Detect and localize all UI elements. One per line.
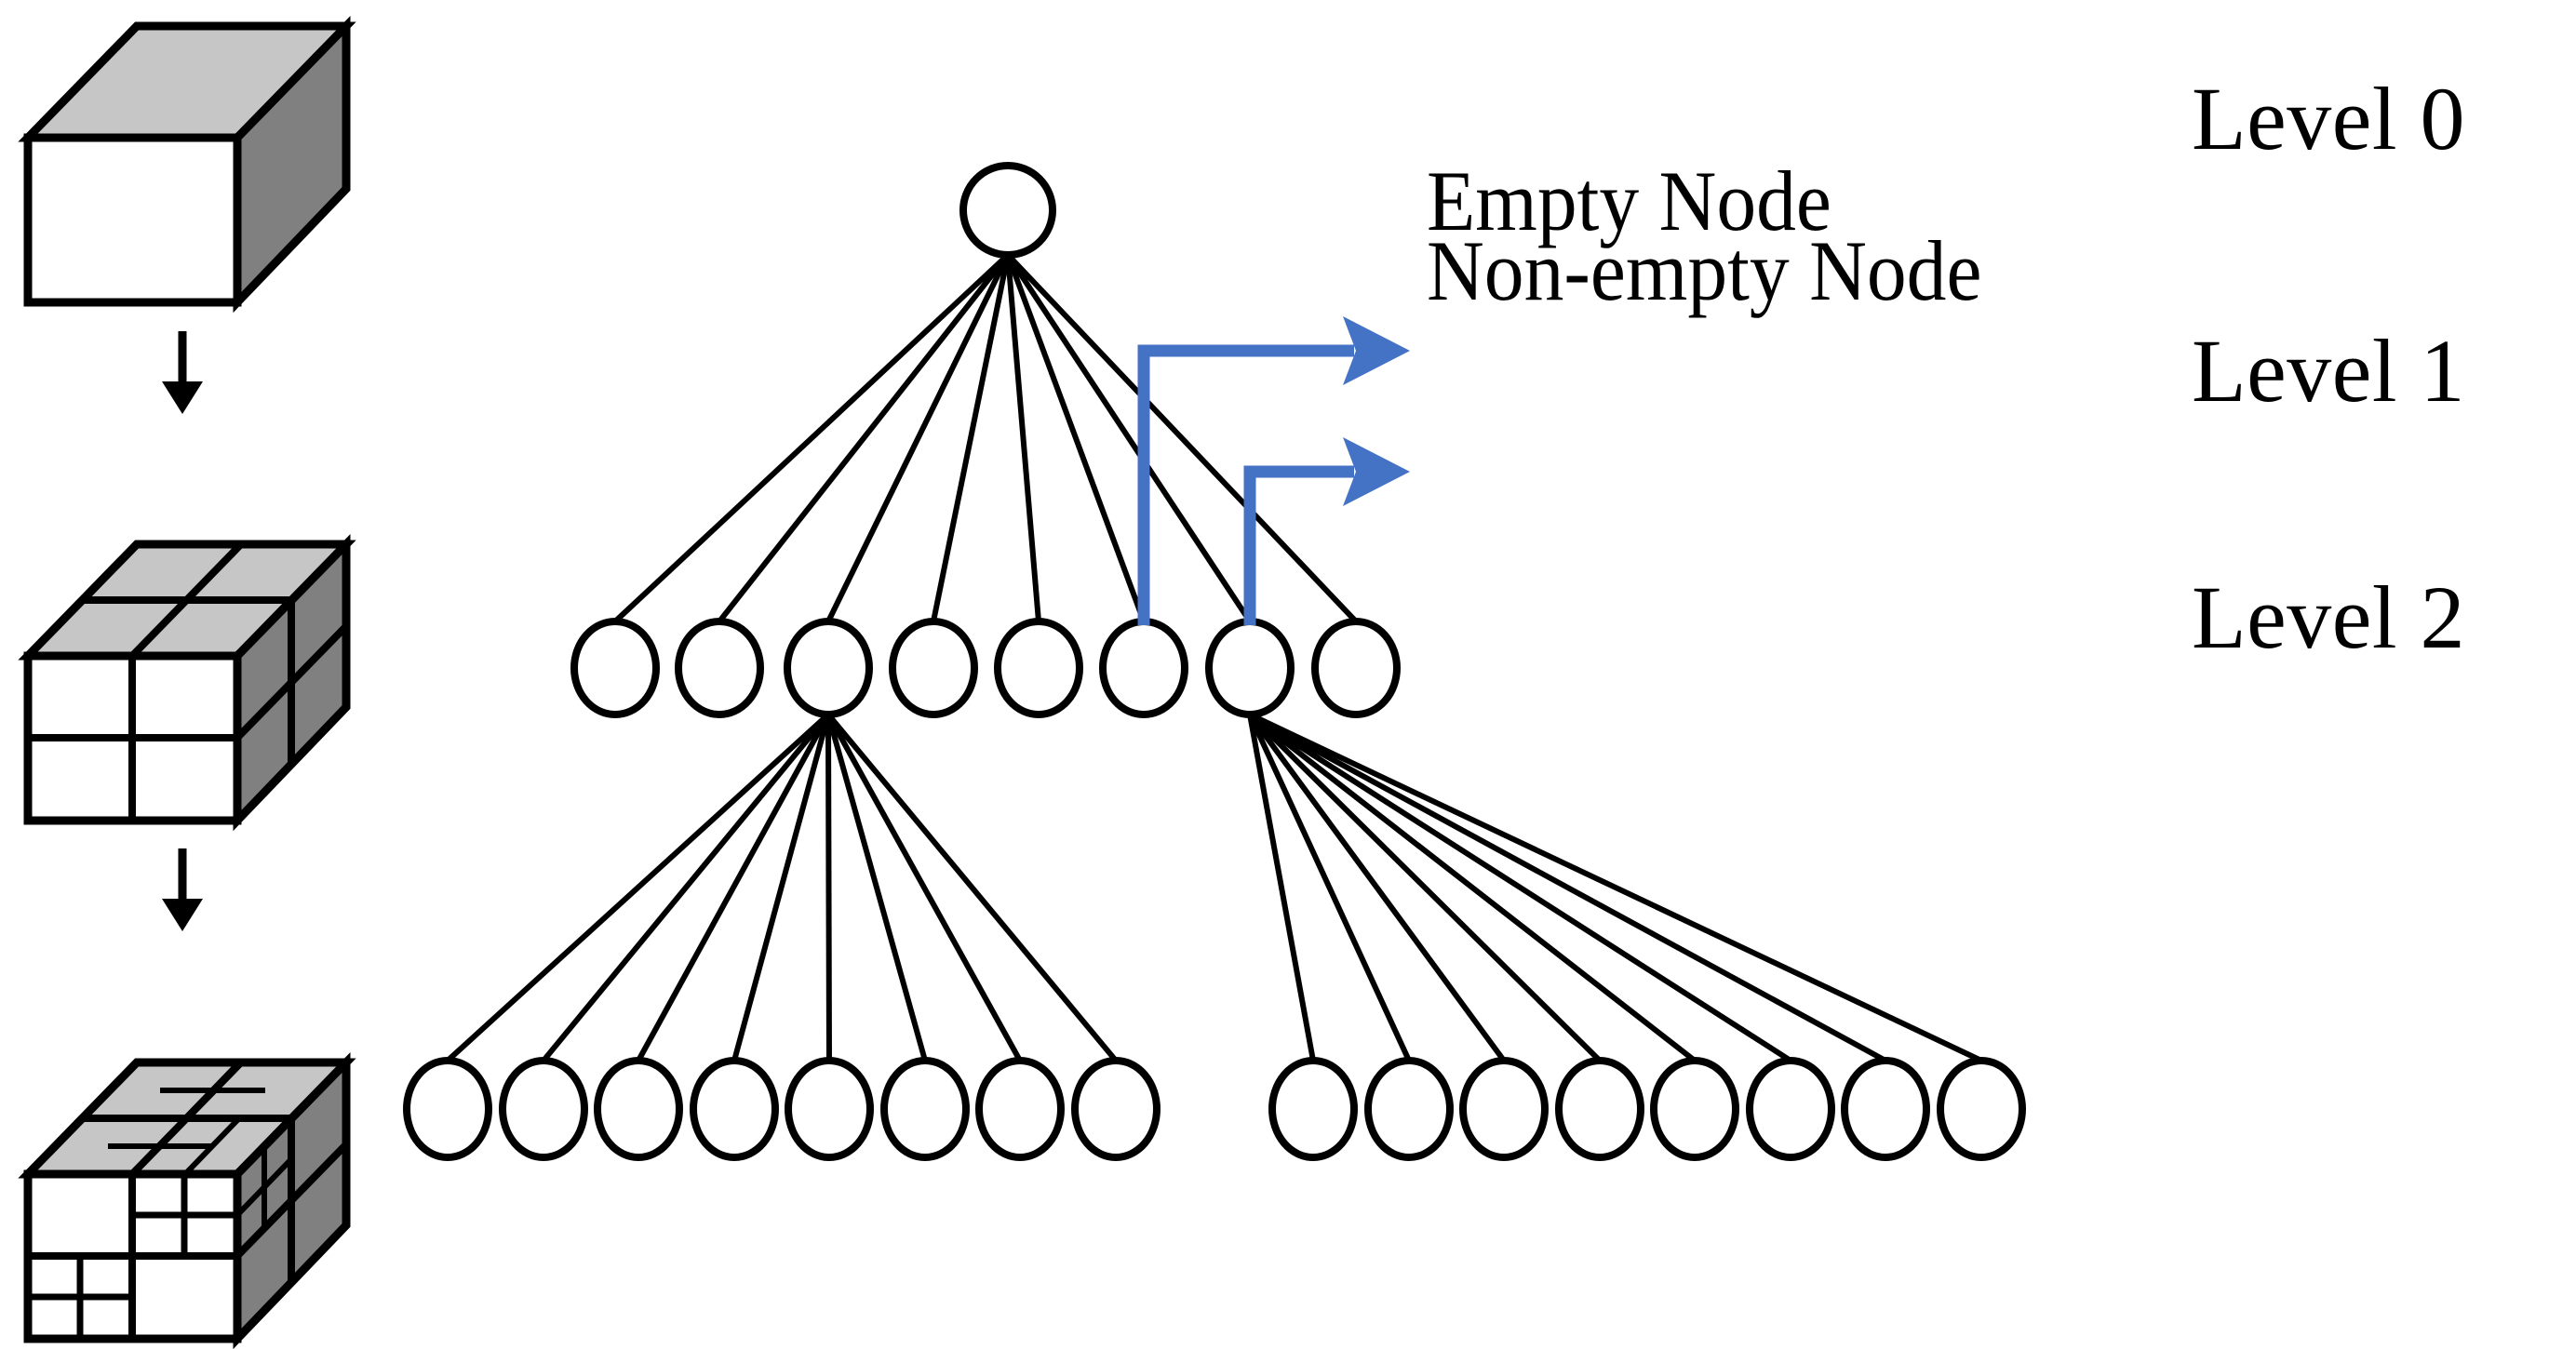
cube2-top-refine-v1 bbox=[182, 1115, 242, 1177]
edge-n3-4 bbox=[731, 714, 831, 1062]
cube1-top-div-v bbox=[129, 541, 244, 659]
cube2-top-refine-v2 bbox=[182, 1060, 242, 1121]
edge-n7-3 bbox=[1247, 713, 1507, 1062]
edge-n3-5 bbox=[825, 714, 832, 1062]
edge-n3-8 bbox=[825, 713, 1119, 1062]
cube-level-1 bbox=[18, 533, 356, 832]
tree-node-l2-12[interactable] bbox=[1555, 1057, 1644, 1161]
level-label-2: Level 2 bbox=[2192, 568, 2466, 667]
callout-nonempty-node-leader bbox=[1243, 465, 1354, 625]
tree-node-l1-4[interactable] bbox=[889, 618, 978, 718]
tree-node-l1-5[interactable] bbox=[994, 618, 1083, 718]
edge-n7-2 bbox=[1247, 713, 1412, 1062]
tree-node-l2-4[interactable] bbox=[690, 1057, 779, 1161]
tree-node-l1-7[interactable] bbox=[1205, 618, 1295, 718]
edge-n3-2 bbox=[541, 713, 831, 1062]
tree-node-l1-8[interactable] bbox=[1311, 618, 1401, 718]
tree-node-l2-14[interactable] bbox=[1746, 1057, 1835, 1161]
tree-node-l2-2[interactable] bbox=[499, 1057, 588, 1161]
tree-node-l2-1[interactable] bbox=[403, 1057, 492, 1161]
down-arrow-icon-2 bbox=[162, 848, 203, 931]
tree-node-l2-10[interactable] bbox=[1364, 1057, 1454, 1161]
tree-edges-n7-to-level2 bbox=[1247, 712, 1983, 1063]
tree-edges-root-to-level1 bbox=[612, 252, 1359, 624]
tree-edges-n3-to-level2 bbox=[445, 712, 1119, 1063]
edge-n3-3 bbox=[636, 713, 831, 1062]
tree-node-l1-2[interactable] bbox=[675, 618, 764, 718]
level-label-0: Level 0 bbox=[2192, 69, 2466, 168]
tree-node-l2-16[interactable] bbox=[1937, 1057, 2026, 1161]
cube-level-2 bbox=[18, 1051, 356, 1349]
tree-node-l1-6[interactable] bbox=[1099, 618, 1188, 718]
tree-node-l2-5[interactable] bbox=[785, 1057, 874, 1161]
tree-node-l2-15[interactable] bbox=[1841, 1057, 1930, 1161]
edge-n7-6 bbox=[1248, 712, 1792, 1063]
edge-n7-7 bbox=[1248, 712, 1887, 1063]
tree-node-l2-7[interactable] bbox=[975, 1057, 1065, 1161]
edge-root-7 bbox=[1005, 253, 1253, 623]
tree-node-l2-8[interactable] bbox=[1071, 1057, 1161, 1161]
edge-root-2 bbox=[717, 253, 1011, 623]
edge-n7-5 bbox=[1248, 712, 1697, 1063]
tree-node-l1-3[interactable] bbox=[784, 618, 873, 718]
tree-node-l2-13[interactable] bbox=[1650, 1057, 1739, 1161]
edge-n3-6 bbox=[825, 714, 928, 1062]
down-arrow-icon-1 bbox=[162, 331, 203, 414]
edge-n3-7 bbox=[825, 713, 1023, 1062]
edge-root-8 bbox=[1005, 252, 1359, 624]
level-label-1: Level 1 bbox=[2192, 321, 2466, 421]
edge-root-4 bbox=[931, 254, 1011, 622]
callout-empty-node-leader bbox=[1137, 344, 1354, 625]
callout-empty-node-arrowhead-icon bbox=[1343, 316, 1410, 385]
callout-nonempty-node-arrowhead-icon bbox=[1343, 437, 1410, 506]
tree-node-l1-1[interactable] bbox=[570, 618, 660, 718]
edge-root-5 bbox=[1005, 254, 1041, 622]
callout-empty-node[interactable] bbox=[1137, 316, 1410, 625]
edge-n7-1 bbox=[1247, 714, 1316, 1062]
tree-nodes-level-2 bbox=[403, 1057, 2026, 1161]
cube0-front-face bbox=[23, 133, 242, 307]
edge-root-6 bbox=[1005, 253, 1147, 623]
tree-node-l2-11[interactable] bbox=[1459, 1057, 1549, 1161]
callout-label-nonempty-node: Non-empty Node bbox=[1427, 223, 1982, 318]
edge-n3-1 bbox=[445, 712, 831, 1063]
tree-node-l2-3[interactable] bbox=[594, 1057, 683, 1161]
edge-root-3 bbox=[825, 253, 1011, 623]
edge-root-1 bbox=[612, 252, 1011, 624]
callout-label-empty-node: Empty Node bbox=[1427, 154, 1831, 248]
edge-n7-8 bbox=[1248, 712, 1983, 1063]
tree-node-l2-6[interactable] bbox=[880, 1057, 970, 1161]
callout-nonempty-node[interactable] bbox=[1243, 437, 1410, 625]
tree-node-l2-9[interactable] bbox=[1268, 1057, 1358, 1161]
tree-nodes-level-1 bbox=[570, 618, 1401, 718]
cube-level-0 bbox=[18, 15, 356, 314]
edge-n7-4 bbox=[1247, 712, 1603, 1063]
tree-node-root[interactable] bbox=[959, 162, 1056, 259]
